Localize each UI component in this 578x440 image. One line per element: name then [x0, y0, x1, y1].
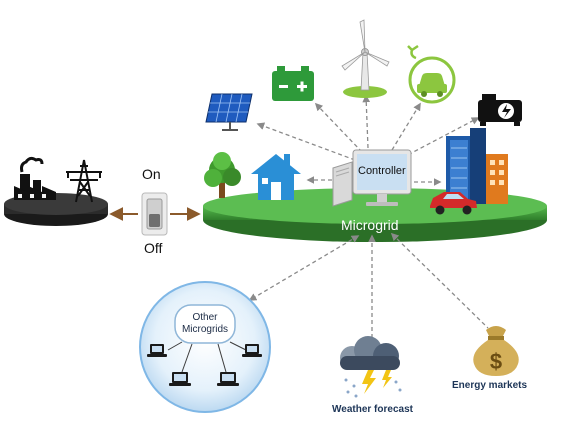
switch-off-label: Off: [144, 240, 163, 256]
laptop-icon: [242, 344, 262, 357]
controller-computer: [332, 149, 412, 207]
energy-markets-label: Energy markets: [452, 380, 528, 391]
factory-icon: [14, 156, 56, 200]
wind-turbine-icon: [341, 19, 390, 98]
controller-label: Controller: [358, 165, 406, 177]
ev-charging-icon: [407, 44, 456, 104]
grid-switch[interactable]: [141, 192, 168, 236]
switch-on-label: On: [142, 166, 161, 182]
other-microgrids-label: Other Microgrids: [175, 312, 235, 336]
money-bag-icon: $: [473, 326, 519, 376]
laptop-icon: [147, 344, 167, 357]
tree-icon: [204, 152, 241, 198]
storm-cloud-icon: [340, 336, 402, 398]
laptop-icon: [217, 372, 239, 386]
battery-icon: [272, 66, 314, 101]
generator-icon: [478, 94, 522, 126]
microgrid-label: Microgrid: [341, 217, 399, 233]
car-icon: [430, 192, 477, 215]
controller-links: [248, 94, 489, 340]
weather-forecast-label: Weather forecast: [332, 404, 413, 415]
laptop-icon: [169, 372, 191, 386]
other-microgrids-line1: Other: [192, 312, 218, 323]
transmission-tower-icon: [66, 159, 102, 203]
svg-text:$: $: [490, 349, 502, 374]
network-links: [167, 341, 247, 373]
house-icon: [251, 154, 301, 200]
solar-panel-icon: [205, 93, 253, 131]
other-microgrids-line2: Microgrids: [181, 324, 229, 335]
